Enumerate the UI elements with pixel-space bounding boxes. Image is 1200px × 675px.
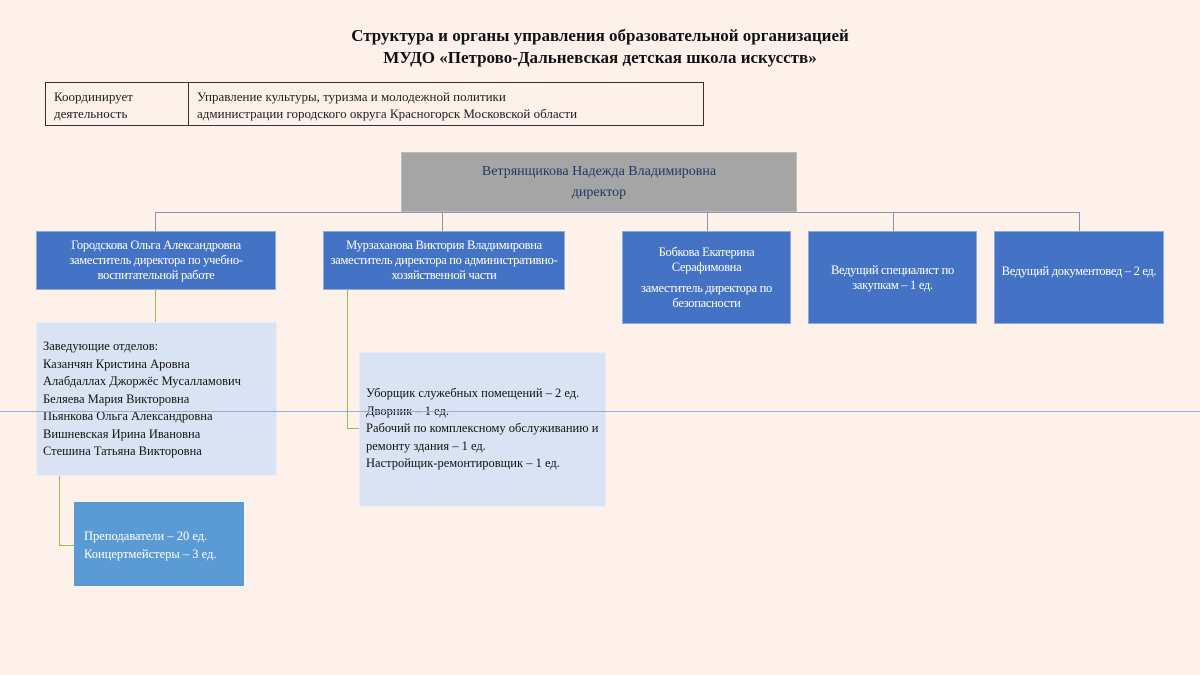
unit-position: заместитель директора по административно…	[330, 253, 558, 282]
unit-position: Ведущий специалист по закупкам – 1 ед.	[831, 262, 954, 292]
teachers-box: Преподаватели – 20 ед. Концертмейстеры –…	[74, 502, 244, 586]
unit-name: Городскова Ольга Александровна	[71, 238, 241, 252]
list-item: Казанчян Кристина Аровна	[43, 356, 190, 371]
list-item: Алабдаллах Джоржёс Мусалламович	[43, 374, 241, 388]
staff-box: Уборщик служебных помещений – 2 ед. Двор…	[359, 352, 606, 507]
connector-line	[707, 212, 708, 231]
list-item: Настройщик-ремонтировщик – 1 ед.	[366, 456, 560, 470]
unit-box-documents: Ведущий документовед – 2 ед.	[994, 231, 1164, 324]
department-heads-heading: Заведующие отделов:	[43, 339, 159, 353]
coordination-value: Управление культуры, туризма и молодежно…	[189, 83, 577, 125]
connector-line	[347, 428, 359, 429]
list-item: Беляева Мария Викторовна	[43, 391, 190, 406]
connector-line	[59, 545, 74, 546]
page-title: Структура и органы управления образовате…	[351, 26, 849, 45]
list-item: Дворник – 1 ед.	[366, 403, 450, 418]
connector-line	[155, 290, 156, 322]
unit-box-procurement: Ведущий специалист по закупкам – 1 ед.	[808, 231, 977, 324]
unit-position: Ведущий документовед – 2 ед.	[1001, 264, 1157, 278]
connector-line	[1079, 212, 1080, 231]
value-line: Управление культуры, туризма и молодежно…	[197, 89, 506, 104]
unit-position: заместитель директора по учебно-воспитат…	[69, 253, 243, 282]
list-item: Пьянкова Ольга Александровна	[43, 409, 213, 423]
list-item: Рабочий по комплексному обслуживанию и р…	[366, 421, 599, 453]
label-line: Координирует	[54, 89, 133, 104]
page-subtitle: МУДО «Петрово-Дальневская детская школа …	[383, 48, 817, 67]
connector-line	[155, 212, 156, 231]
connector-line	[59, 476, 60, 546]
department-heads-box: Заведующие отделов: Казанчян Кристина Ар…	[36, 322, 277, 476]
connector-line	[893, 212, 894, 231]
unit-position: заместитель директора по безопасности	[641, 280, 772, 310]
unit-name: Мурзаханова Виктория Владимировна	[346, 238, 542, 252]
connector-line	[442, 212, 443, 231]
list-item: Стешина Татьяна Викторовна	[43, 444, 202, 458]
divider-line	[0, 411, 1200, 412]
value-line: администрации городского округа Красного…	[197, 106, 578, 121]
connector-line	[155, 212, 1080, 213]
unit-box-security: Бобкова Екатерина Серафимовна заместитель…	[622, 231, 791, 324]
unit-name: Бобкова Екатерина Серафимовна	[658, 244, 755, 274]
coordination-table: Координирует деятельность Управление куль…	[45, 82, 704, 126]
director-position: директор	[571, 185, 627, 200]
director-box: Ветрянщикова Надежда Владимировна директ…	[401, 152, 797, 212]
coordination-label: Координирует деятельность	[46, 83, 189, 125]
list-item: Вишневская Ирина Ивановна	[43, 426, 201, 441]
connector-line	[347, 290, 348, 428]
label-line: деятельность	[54, 106, 128, 121]
list-item: Преподаватели – 20 ед.	[84, 529, 208, 543]
director-name: Ветрянщикова Надежда Владимировна	[481, 164, 717, 179]
list-item: Уборщик служебных помещений – 2 ед.	[366, 386, 580, 400]
list-item: Концертмейстеры – 3 ед.	[84, 547, 217, 561]
